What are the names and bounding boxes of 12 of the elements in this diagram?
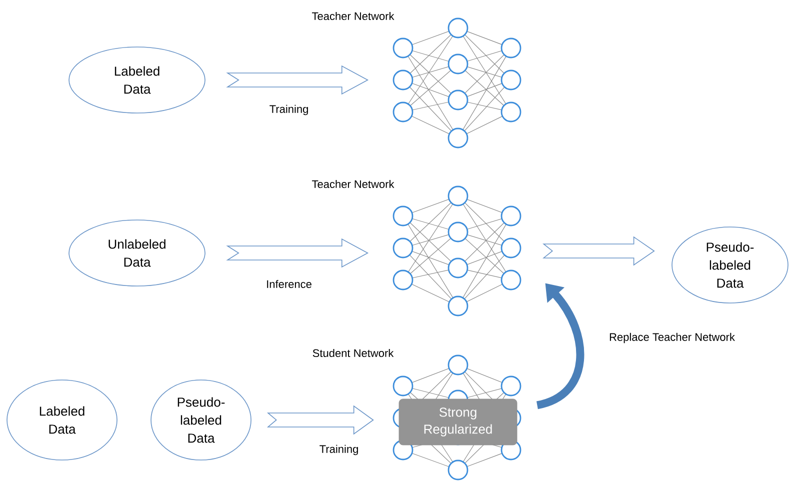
network-heading: Student Network	[312, 348, 394, 358]
edge-label: Training	[318, 444, 360, 456]
edge-label: Replace Teacher Network	[608, 332, 736, 344]
network-heading: Teacher Network	[312, 12, 394, 20]
block-arrow	[542, 236, 655, 266]
edge-label: Inference	[265, 278, 313, 290]
block-arrow	[226, 238, 369, 268]
edge-label: Training	[268, 104, 310, 116]
regularization-box: Strong Regularized	[398, 398, 518, 446]
block-arrow	[226, 65, 369, 95]
network-heading: Teacher Network	[312, 180, 394, 188]
block-arrow	[266, 405, 374, 435]
